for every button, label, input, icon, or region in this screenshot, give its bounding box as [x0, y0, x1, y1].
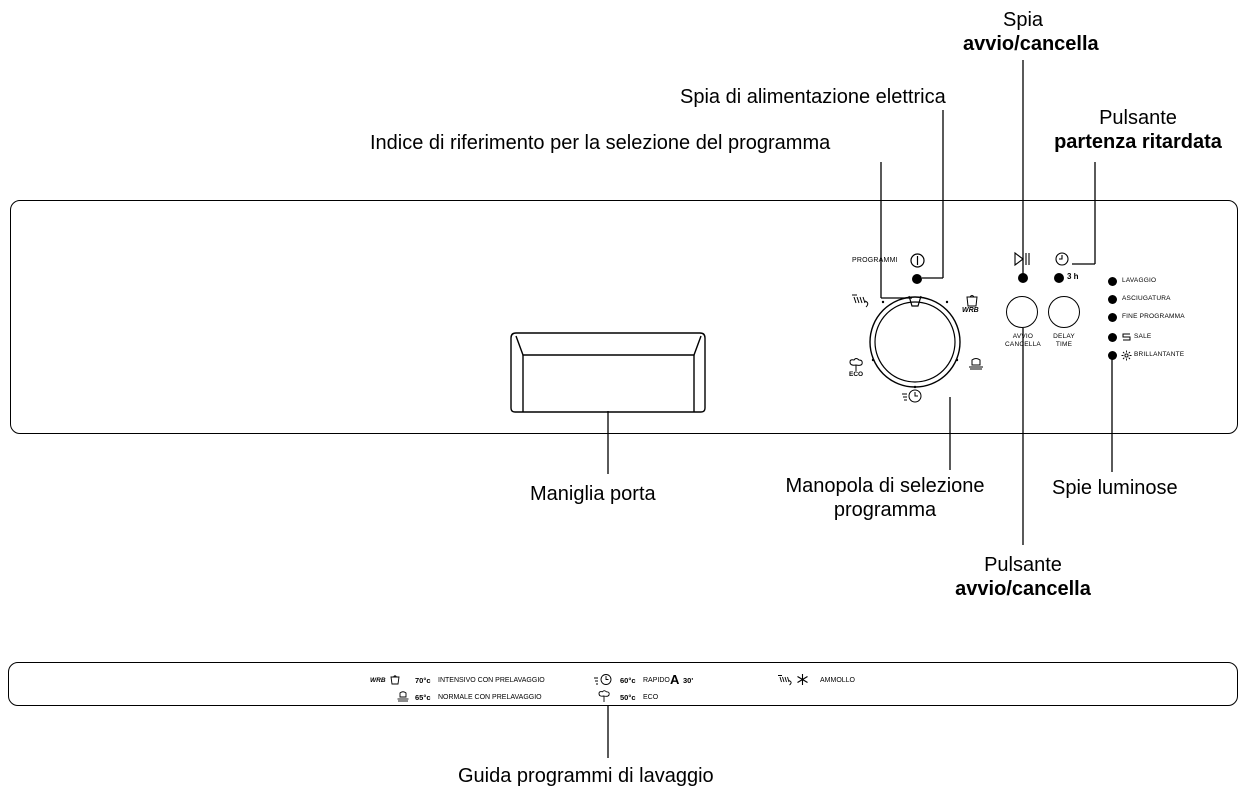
plates-icon [969, 358, 983, 370]
guide-rapido-name: RAPIDO [643, 677, 670, 684]
callout-manopola-line1: Manopola di selezione [785, 475, 985, 497]
clock-icon [902, 389, 922, 403]
delay-time-button-label: DELAY TIME [1042, 333, 1086, 349]
delay-time-button[interactable] [1048, 296, 1080, 328]
callout-pulsante-avvio-line2: avvio/cancella [955, 578, 1091, 600]
shower-icon [852, 294, 869, 308]
callout-spie-luminose: Spie luminose [1052, 477, 1178, 499]
guide-rapido-temp: 60°c [620, 676, 636, 685]
callout-pulsante-partenza-line1: Pulsante [1099, 107, 1177, 129]
door-handle[interactable] [508, 328, 708, 414]
start-cancel-indicator-light [1018, 273, 1028, 283]
programmi-label: PROGRAMMI [852, 257, 898, 264]
guide-row2-name: NORMALE CON PRELAVAGGIO [438, 694, 542, 701]
program-knob[interactable] [840, 282, 990, 412]
status-label-fine-programma: FINE PROGRAMMA [1122, 313, 1185, 320]
status-light-lavaggio [1108, 277, 1117, 286]
status-light-brillantante [1108, 351, 1117, 360]
program-guide-panel [8, 662, 1238, 706]
eco-tree-icon [849, 358, 863, 371]
callout-spia-avvio: Spia avvio/cancella [963, 8, 1099, 56]
guide-rapido-extra: 30' [683, 676, 694, 685]
callout-manopola-line2: programma [833, 499, 937, 521]
status-light-asciugatura [1108, 295, 1117, 304]
guide-row1-name: INTENSIVO CON PRELAVAGGIO [438, 677, 545, 684]
play-pause-icon [1014, 251, 1030, 267]
delay-indicator-label: 3 h [1067, 272, 1079, 281]
guide-snowflake-icon [797, 674, 808, 685]
status-label-lavaggio: LAVAGGIO [1122, 277, 1157, 284]
callout-indice-riferimento: Indice di riferimento per la selezione d… [370, 132, 831, 154]
callout-pulsante-avvio: Pulsante avvio/cancella [923, 553, 1123, 601]
guide-plates-icon [397, 691, 409, 702]
callout-spia-alimentazione: Spia di alimentazione elettrica [680, 86, 946, 108]
eco-mark-knob: ECO [849, 371, 864, 378]
pot-icon [966, 295, 978, 307]
callout-spia-avvio-line2: avvio/cancella [963, 33, 1099, 55]
guide-pot-icon [390, 675, 400, 685]
control-panel [10, 200, 1238, 434]
callout-maniglia-porta: Maniglia porta [530, 483, 656, 505]
delay-indicator-light [1054, 273, 1064, 283]
delay-label-line2: TIME [1055, 341, 1073, 348]
guide-eco-tree-icon [598, 690, 610, 702]
callout-pulsante-partenza-line2: partenza ritardata [1054, 131, 1222, 153]
salt-icon [1122, 333, 1131, 341]
callout-pulsante-avvio-line1: Pulsante [984, 554, 1062, 576]
callout-manopola: Manopola di selezione programma [760, 474, 1010, 522]
guide-eco-temp: 50°c [620, 693, 636, 702]
guide-clock-icon [594, 674, 612, 685]
wrb-mark-knob: WRB [962, 307, 979, 314]
status-light-sale [1108, 333, 1117, 342]
status-light-fine-programma [1108, 313, 1117, 322]
start-cancel-label-line2: CANCELLA [1005, 341, 1041, 348]
guide-row1-temp: 70°c [415, 676, 431, 685]
callout-spia-avvio-line1: Spia [1002, 9, 1044, 31]
status-label-sale: SALE [1134, 333, 1152, 340]
status-label-brillantante: BRILLANTANTE [1134, 351, 1185, 358]
start-cancel-button[interactable] [1006, 296, 1038, 328]
guide-row2-temp: 65°c [415, 693, 431, 702]
start-cancel-label-line1: AVVIO [1012, 333, 1034, 340]
guide-wrb-mark: WRB [370, 677, 386, 684]
callout-pulsante-partenza: Pulsante partenza ritardata [1030, 106, 1246, 154]
guide-shower-icon [778, 675, 792, 686]
guide-rapido-a-mark: A [670, 672, 680, 687]
callout-guida-programmi: Guida programmi di lavaggio [458, 765, 714, 787]
rinse-aid-icon [1121, 350, 1132, 361]
power-indicator-light [912, 274, 922, 284]
guide-eco-name: ECO [643, 694, 659, 701]
delay-label-line1: DELAY [1053, 333, 1075, 340]
power-icon [910, 253, 925, 268]
start-cancel-button-label: AVVIO CANCELLA [1000, 333, 1046, 349]
timer-icon [1055, 252, 1069, 266]
guide-ammollo-name: AMMOLLO [820, 677, 856, 684]
status-label-asciugatura: ASCIUGATURA [1122, 295, 1171, 302]
